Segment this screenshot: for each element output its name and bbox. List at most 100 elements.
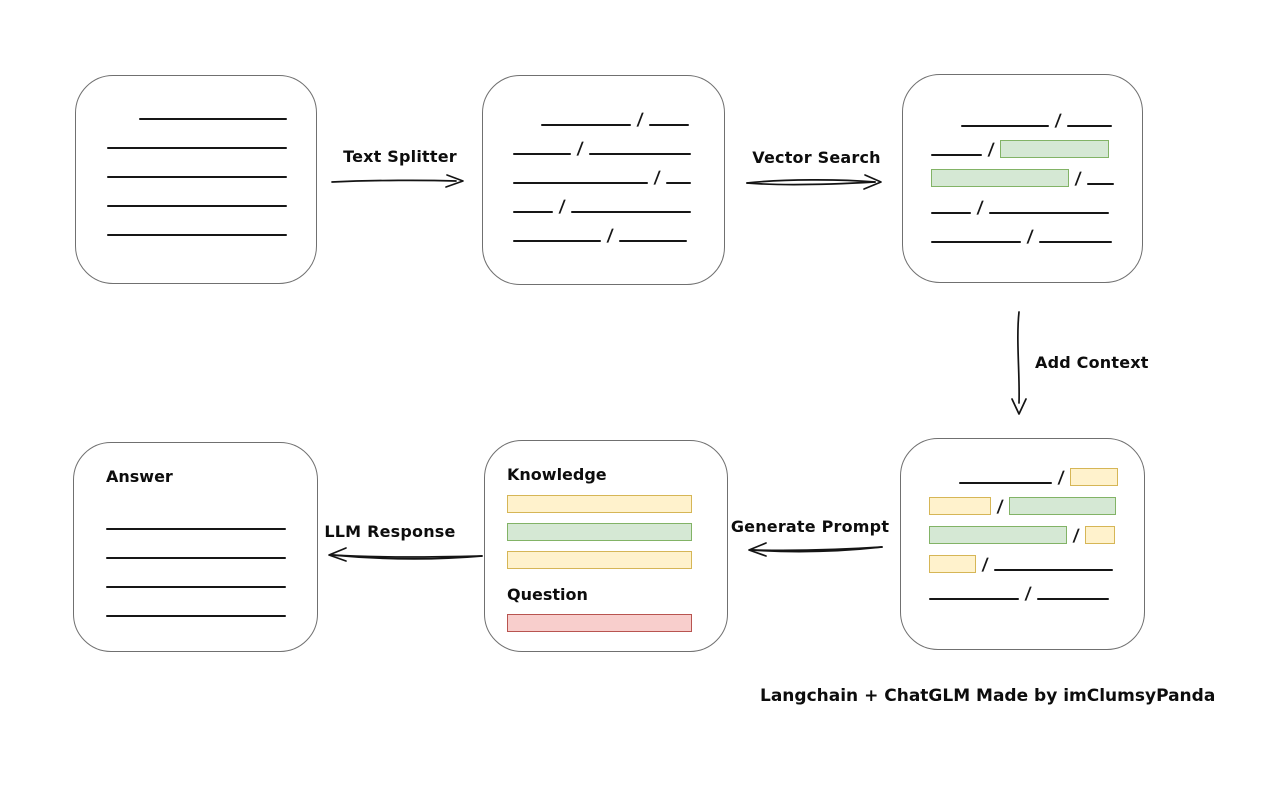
diagram-row (507, 513, 727, 541)
text-line-segment (931, 212, 971, 214)
text-splitter-label: Text Splitter (343, 147, 457, 166)
highlight-green-segment (1009, 497, 1117, 515)
text-line-segment (106, 615, 286, 617)
highlight-green-segment (929, 526, 1067, 544)
text-line-segment (571, 211, 692, 213)
generate-prompt-arrow-icon (748, 542, 883, 557)
text-line-segment (107, 205, 287, 207)
diagram-row (107, 151, 316, 180)
context-box: ///// (900, 438, 1145, 650)
document-box (75, 75, 317, 284)
vector-matches-box: ///// (902, 74, 1143, 283)
diagram-row (107, 209, 316, 238)
add-context-label: Add Context (1035, 353, 1149, 372)
slash-separator: / (653, 168, 661, 188)
diagram-row: / (513, 215, 724, 246)
slash-separator: / (976, 198, 984, 218)
text-line-segment (139, 118, 287, 120)
highlight-green-segment (1000, 140, 1110, 158)
highlight-green-segment (931, 169, 1069, 187)
diagram-row (507, 485, 727, 513)
text-line-segment (1067, 125, 1113, 127)
text-line-segment (107, 147, 287, 149)
text-line-segment (959, 482, 1052, 484)
answer-box: Answer (73, 442, 318, 652)
diagram-row: / (513, 157, 724, 188)
split-text-box: / / / / / (482, 75, 725, 285)
diagram-row: / (931, 187, 1142, 218)
diagram-row (507, 541, 727, 569)
prompt-box: Knowledge Question (484, 440, 728, 652)
highlight-yellow-segment (507, 495, 692, 513)
diagram-row: / (929, 544, 1144, 575)
highlight-yellow-segment (929, 555, 976, 573)
text-line-segment (106, 586, 286, 588)
slash-separator: / (558, 197, 566, 217)
llm-response-label: LLM Response (324, 522, 456, 541)
diagram-caption: Langchain + ChatGLM Made by imClumsyPand… (760, 686, 1216, 706)
diagram-row: / (931, 100, 1142, 131)
diagram-row: / (513, 128, 724, 159)
diagram-row (106, 503, 317, 532)
slash-separator: / (1026, 227, 1034, 247)
diagram-row: / (929, 573, 1144, 604)
llm-response-arrow-icon (328, 547, 483, 562)
slash-separator: / (1054, 111, 1062, 131)
text-line-segment (541, 124, 631, 126)
slash-separator: / (576, 139, 584, 159)
add-context-arrow-icon (1011, 311, 1027, 415)
diagram-row: / (931, 158, 1142, 189)
diagram-row: / (929, 457, 1144, 488)
highlight-red-segment (507, 614, 692, 632)
diagram-row (107, 180, 316, 209)
diagram-row (107, 93, 316, 122)
slash-separator: / (987, 140, 995, 160)
diagram-row (507, 604, 727, 632)
slash-separator: / (1072, 526, 1080, 546)
text-line-segment (107, 234, 287, 236)
diagram-row (106, 590, 317, 619)
highlight-yellow-segment (1070, 468, 1119, 486)
text-line-segment (931, 241, 1021, 243)
highlight-yellow-segment (1085, 526, 1116, 544)
slash-separator: / (1024, 584, 1032, 604)
text-line-segment (994, 569, 1114, 571)
knowledge-bars (507, 485, 727, 569)
diagram-row: / (931, 129, 1142, 160)
slash-separator: / (636, 110, 644, 130)
knowledge-label: Knowledge (507, 465, 607, 484)
text-line-segment (931, 154, 982, 156)
question-label: Question (507, 585, 588, 604)
slash-separator: / (1057, 468, 1065, 488)
answer-lines (106, 503, 317, 619)
slash-separator: / (981, 555, 989, 575)
vector-search-label: Vector Search (752, 148, 881, 167)
text-line-segment (589, 153, 692, 155)
answer-label: Answer (106, 467, 173, 486)
text-line-segment (1087, 183, 1115, 185)
text-line-segment (107, 176, 287, 178)
slash-separator: / (606, 226, 614, 246)
diagram-row: / (513, 99, 724, 130)
text-line-segment (513, 211, 553, 213)
text-splitter-arrow-icon (331, 174, 464, 188)
diagram-row: / (929, 486, 1144, 517)
text-line-segment (619, 240, 688, 242)
text-line-segment (929, 598, 1019, 600)
text-line-segment (513, 153, 571, 155)
text-line-segment (106, 528, 286, 530)
diagram-row (106, 561, 317, 590)
diagram-row: / (513, 186, 724, 217)
highlight-yellow-segment (507, 551, 692, 569)
text-line-segment (1039, 241, 1113, 243)
text-line-segment (513, 240, 601, 242)
text-line-segment (989, 212, 1110, 214)
text-line-segment (666, 182, 692, 184)
text-line-segment (106, 557, 286, 559)
text-line-segment (1037, 598, 1110, 600)
highlight-green-segment (507, 523, 692, 541)
text-line-segment (513, 182, 648, 184)
diagram-row (106, 532, 317, 561)
highlight-yellow-segment (929, 497, 991, 515)
